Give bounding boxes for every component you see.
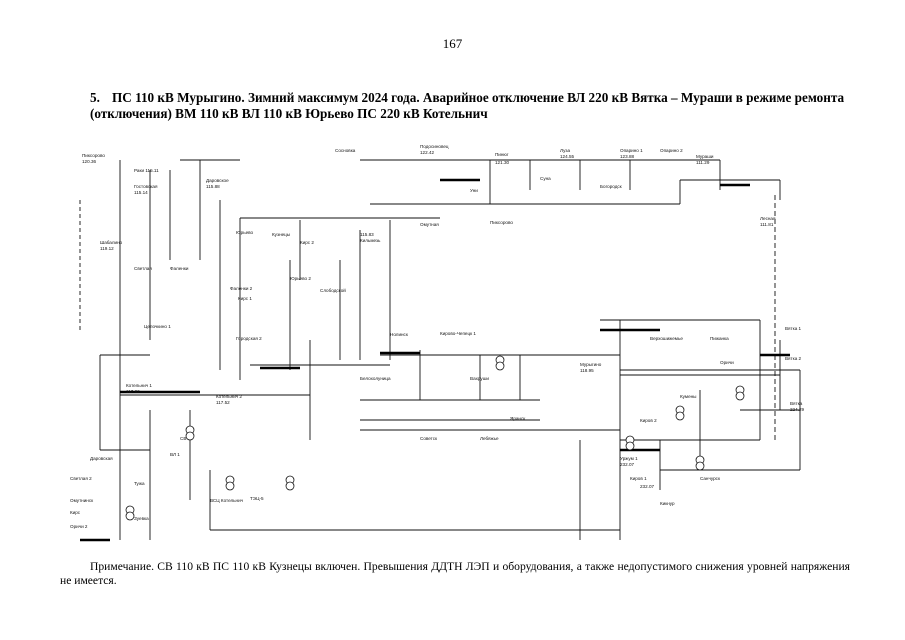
station-label: Кильмезь (360, 238, 381, 243)
station-label: Раки 115.11 (134, 168, 159, 173)
station-label: Кикнур (660, 501, 675, 506)
station-label: Омутная (420, 222, 439, 227)
station-label: Уни (470, 188, 478, 193)
diagram-title: 5.ПС 110 кВ Мурыгино. Зимний максимум 20… (90, 90, 850, 122)
busbars (80, 178, 790, 542)
station-label: Даровская (90, 456, 113, 461)
station-label: ВСЦ Котельнич (210, 498, 244, 503)
station-label: Цепочкино 1 (144, 324, 171, 329)
station-label: 118.95 (580, 368, 594, 373)
station-label: Кирс 1 (238, 296, 252, 301)
power-grid-diagram: Пиксорово 120.36 Раки 115.11 Гостовская … (60, 140, 850, 555)
station-label: Вятка (790, 401, 803, 406)
station-label: Вахруши (470, 376, 489, 381)
station-label: Пижанка (710, 336, 729, 341)
station-label: Богородск (600, 184, 623, 189)
station-label: Городская 2 (236, 336, 262, 341)
station-label: Даровское (206, 178, 229, 183)
station-label: 117.52 (216, 400, 230, 405)
station-label: Лебяжье (480, 436, 499, 441)
station-label: 111.81 (760, 222, 774, 227)
station-label: Уржум 1 (620, 456, 638, 461)
station-label: Сосновка (335, 148, 356, 153)
station-label: 115.88 (206, 184, 220, 189)
station-label: Санчурск (700, 476, 721, 481)
station-label: Подосиновец (420, 144, 449, 149)
station-label: Кузнецы (272, 232, 290, 237)
station-label: Светлая 2 (70, 476, 92, 481)
station-label: Тужа (134, 481, 145, 486)
station-label: 111.29 (696, 160, 710, 165)
grid-schematic: Пиксорово 120.36 Раки 115.11 Гостовская … (70, 144, 804, 542)
station-label: Кумены (680, 394, 696, 399)
station-label: Пиксорово (490, 220, 513, 225)
heading-number: 5. (90, 90, 100, 105)
station-label: 123.88 (620, 154, 634, 159)
station-label: Белохолуница (360, 376, 391, 381)
station-label: Советск (420, 436, 438, 441)
station-label: Пинюг (495, 152, 509, 157)
station-label: Вятка 1 (785, 326, 802, 331)
station-label: Зуевка (134, 516, 149, 521)
station-label: Лесная (760, 216, 776, 221)
station-label: Опарино 2 (660, 148, 683, 153)
station-label: Киров 2 (640, 418, 657, 423)
station-label: Юрьево 2 (290, 276, 311, 281)
station-label: 115.14 (134, 190, 148, 195)
heading-text: ПС 110 кВ Мурыгино. Зимний максимум 2024… (90, 90, 845, 121)
station-label: Пиксорово (82, 153, 105, 158)
station-label: ВЛ 1 (170, 452, 180, 457)
station-label: Оричи (720, 360, 734, 365)
station-label: 232.07 (640, 484, 654, 489)
station-label: Светлая (134, 266, 152, 271)
station-label: Нолинск (390, 332, 409, 337)
station-label: Фаленки 2 (230, 286, 253, 291)
station-label: Шабалино (100, 240, 123, 245)
network-lines (99, 159, 801, 540)
station-label: Опарино 1 (620, 148, 643, 153)
station-label: Киров 1 (630, 476, 647, 481)
station-label: 232.07 (620, 462, 634, 467)
station-label: 120.36 (82, 159, 96, 164)
station-label: Верхошижемье (650, 336, 683, 341)
station-label: Омутнинск (70, 498, 94, 503)
station-label: Мурыгино (580, 362, 602, 367)
station-label: Кирс 2 (300, 240, 314, 245)
station-label: Суна (540, 176, 551, 181)
page-number: 167 (442, 36, 463, 51)
station-label: 117.82 (126, 389, 140, 394)
footnote: Примечание. СВ 110 кВ ПС 110 кВ Кузнецы … (60, 560, 850, 587)
station-label: Мураши (696, 154, 714, 159)
station-label: Юрьево (236, 230, 254, 235)
transformers (125, 355, 745, 521)
station-label: Оричи 2 (70, 524, 88, 529)
station-label: СВ (180, 436, 186, 441)
station-label: Кирово-Чепецк 1 (440, 331, 476, 336)
station-label: ТЭЦ-5 (250, 496, 264, 501)
station-label: 124.55 (560, 154, 574, 159)
station-label: Фаленки (170, 266, 189, 271)
station-label: 119.12 (100, 246, 114, 251)
station-label: 121.30 (495, 160, 509, 165)
station-label: 115.83 (360, 232, 374, 237)
station-label: Гостовская (134, 184, 158, 189)
station-label: Котельнич 2 (216, 394, 242, 399)
station-label: Яранск (510, 416, 526, 421)
station-label: 224.29 (790, 407, 804, 412)
station-label: Кирс (70, 510, 81, 515)
station-label: Луза (560, 148, 570, 153)
station-label: 122.42 (420, 150, 434, 155)
station-labels: Пиксорово 120.36 Раки 115.11 Гостовская … (70, 144, 804, 529)
station-label: Слободской (320, 287, 346, 293)
station-label: Вятка 2 (785, 356, 802, 361)
station-label: Котельнич 1 (126, 383, 152, 388)
